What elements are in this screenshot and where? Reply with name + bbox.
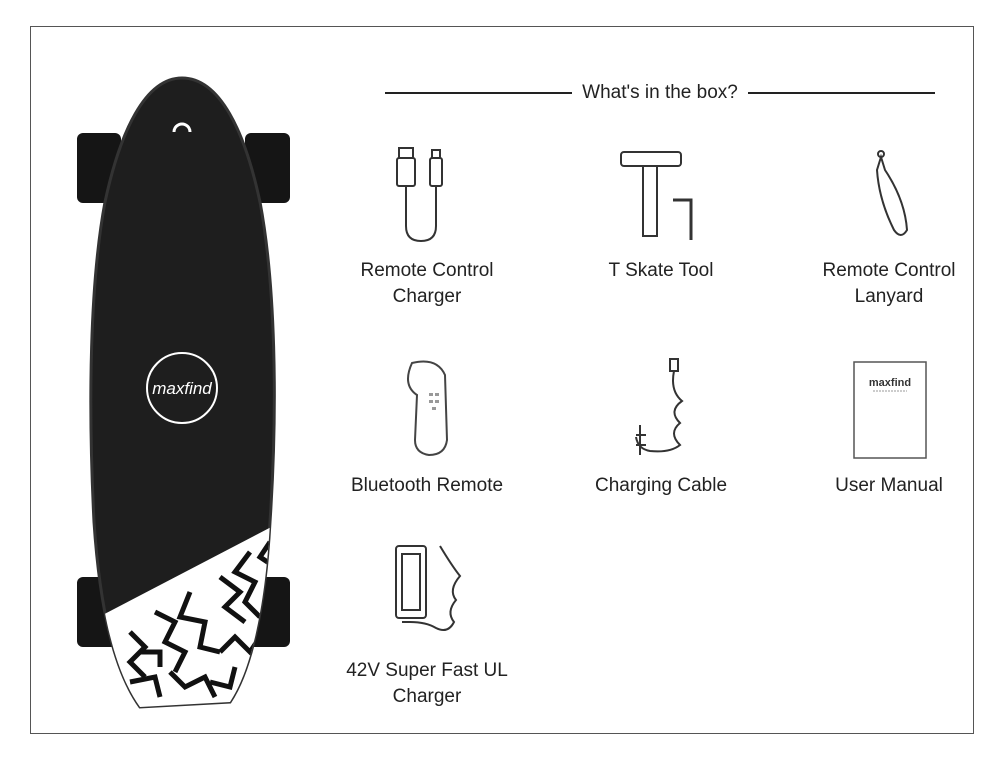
remote-icon — [407, 360, 449, 457]
charging-cable-icon — [635, 358, 684, 455]
page-title: What's in the box? — [582, 82, 738, 103]
brand-badge — [146, 352, 218, 424]
section-header: What's in the box? — [385, 80, 935, 106]
divider — [385, 92, 573, 94]
power-adapter-icon — [395, 545, 462, 631]
box-item-t-skate-tool: T Skate Tool — [561, 140, 761, 284]
box-item-charging-cable: Charging Cable — [561, 355, 761, 499]
item-label: User Manual — [835, 475, 943, 496]
handle-icon — [172, 122, 192, 133]
brand-logo: maxfind — [152, 379, 212, 398]
t-tool-icon — [620, 151, 693, 240]
lanyard-icon — [875, 150, 909, 236]
content-frame — [30, 26, 974, 734]
box-item-user-manual: maxfind User Manual — [789, 355, 989, 499]
item-label: T Skate Tool — [608, 260, 714, 281]
divider — [747, 92, 935, 94]
manual-icon: maxfind — [853, 361, 927, 459]
item-label: Bluetooth Remote — [350, 475, 504, 496]
usb-cable-icon — [396, 147, 443, 243]
svg-text:maxfind: maxfind — [869, 377, 911, 389]
item-label: Charging Cable — [594, 475, 728, 496]
box-item-bluetooth-remote: Bluetooth Remote — [327, 355, 527, 499]
skateboard-image: maxfind — [77, 76, 290, 709]
maze-pattern — [90, 512, 275, 707]
